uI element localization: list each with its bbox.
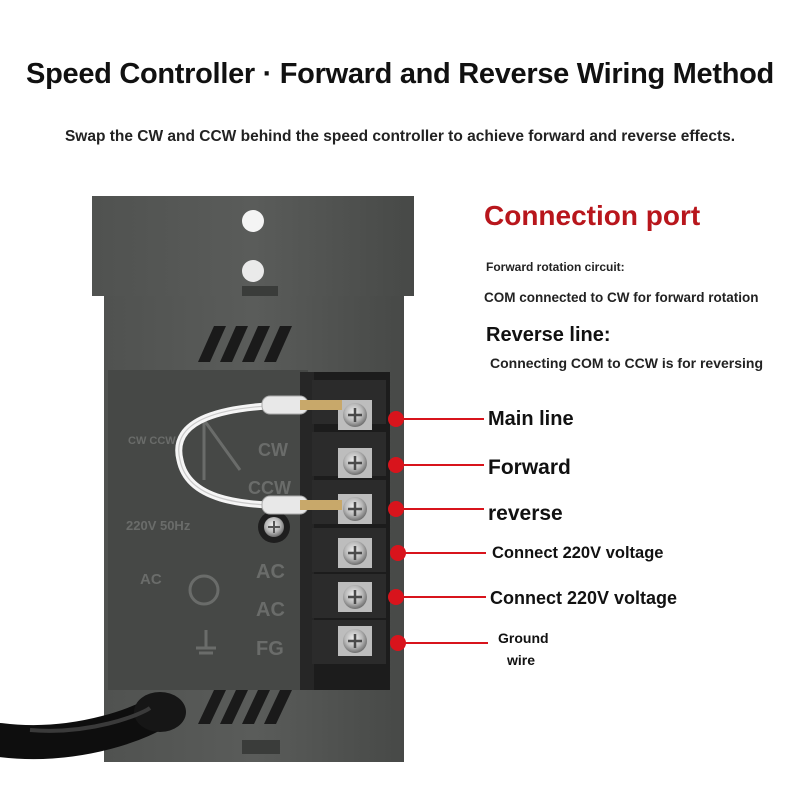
cover-screw-icon xyxy=(258,511,290,543)
mounting-hole-icon xyxy=(242,210,264,232)
reverse-line-detail: Connecting COM to CCW is for reversing xyxy=(490,355,764,371)
terminal-label-voltage-2: Connect 220V voltage xyxy=(490,588,678,608)
connection-port-title: Connection port xyxy=(484,200,701,231)
terminal-label-ground-line2: wire xyxy=(507,652,536,668)
fg-mark: FG xyxy=(256,638,284,660)
voltage-mark: 220V 50Hz xyxy=(126,518,191,533)
terminal-label-forward: Forward xyxy=(488,456,571,479)
indicator-dot-icon xyxy=(390,545,406,561)
indicator-dot-icon xyxy=(388,589,404,605)
forward-circuit-label: Forward rotation circuit: xyxy=(486,260,625,274)
reverse-line-title: Reverse line: xyxy=(486,324,611,346)
indicator-dot-icon xyxy=(388,457,404,473)
cw-ccw-mark: CW CCW xyxy=(128,435,176,447)
ac-mark-1: AC xyxy=(256,561,285,583)
terminal-screw-icon xyxy=(338,448,372,478)
page-title: Speed Controller · Forward and Reverse W… xyxy=(26,58,774,90)
indicator-dot-icon xyxy=(388,501,404,517)
ac-mark-2: AC xyxy=(256,599,285,621)
terminal-screw-icon xyxy=(338,626,372,656)
terminal-screw-icon xyxy=(338,400,372,430)
power-cable xyxy=(0,692,186,760)
jumper-wire xyxy=(175,395,342,515)
terminal-screw-icon xyxy=(338,538,372,568)
terminal-screw-icon xyxy=(338,582,372,612)
ccw-mark: CCW xyxy=(248,478,291,498)
terminal-screw-icon xyxy=(338,494,372,524)
mounting-plate xyxy=(92,196,414,300)
panel-markings: CW CCW AC AC FG 220V 50Hz CW CCW AC xyxy=(126,419,291,660)
forward-circuit-detail: COM connected to CW for forward rotation xyxy=(484,290,759,305)
page-subtitle: Swap the CW and CCW behind the speed con… xyxy=(64,128,736,145)
ac-power-mark: AC xyxy=(140,571,162,588)
terminal-label-ground: Ground xyxy=(498,630,549,646)
terminal-label-main-line: Main line xyxy=(488,408,574,430)
indicator-dot-icon xyxy=(390,635,406,651)
terminal-label-reverse: reverse xyxy=(488,502,563,525)
indicator-dot-icon xyxy=(388,411,404,427)
terminal-screws xyxy=(338,400,372,656)
terminal-indicators xyxy=(388,411,488,651)
terminal-label-voltage-1: Connect 220V voltage xyxy=(492,544,664,562)
cw-mark: CW xyxy=(258,440,288,460)
